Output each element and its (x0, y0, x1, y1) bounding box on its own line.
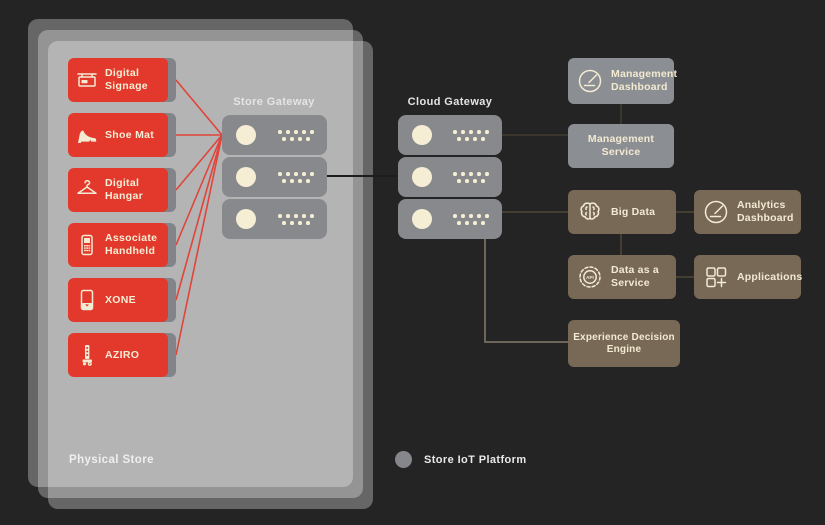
server-light-icon (236, 167, 256, 187)
server-row (398, 157, 502, 197)
gauge-icon (576, 67, 604, 95)
device-card: Associate Handheld (68, 223, 168, 267)
device-label: Shoe Mat (105, 128, 155, 141)
apps-icon (702, 263, 730, 291)
service-management-service: Management Service (568, 124, 674, 168)
service-data-as-a-service: API Data as a Service (568, 255, 676, 299)
server-row (398, 115, 502, 155)
service-experience-decision-engine: Experience Decision Engine (568, 320, 680, 367)
device-card: XONE (68, 278, 168, 322)
device-card: AZIRO (68, 333, 168, 377)
service-analytics-dashboard: Analytics Dashboard (694, 190, 801, 234)
device-card: Digital Signage (68, 58, 168, 102)
hanger-icon (75, 178, 99, 202)
cloud-gateway-stack (398, 115, 503, 239)
server-dots-icon (278, 129, 314, 141)
device-xone: XONE (68, 278, 176, 322)
server-row (398, 199, 502, 239)
server-dots-icon (278, 213, 314, 225)
service-label: Applications (737, 270, 803, 283)
device-aziro: AZIRO (68, 333, 176, 377)
service-label: Data as a Service (611, 264, 659, 289)
device-digital-hangar: Digital Hangar (68, 168, 176, 212)
server-row (222, 199, 327, 239)
device-label: XONE (105, 293, 136, 306)
device-label: Digital Hangar (105, 177, 143, 202)
device-label: AZIRO (105, 348, 140, 361)
xone-icon (75, 288, 99, 312)
device-card: Shoe Mat (68, 113, 168, 157)
service-label: Analytics Dashboard (737, 199, 794, 224)
gauge-icon (702, 198, 730, 226)
server-light-icon (412, 209, 432, 229)
server-light-icon (412, 125, 432, 145)
service-management-dashboard: Management Dashboard (568, 58, 678, 104)
store-gateway-label: Store Gateway (233, 96, 315, 108)
shoe-icon (75, 123, 99, 147)
brain-icon (576, 198, 604, 226)
server-row (222, 115, 327, 155)
service-label: Experience Decision Engine (573, 331, 675, 355)
handheld-icon (75, 233, 99, 257)
device-card: Digital Hangar (68, 168, 168, 212)
server-light-icon (412, 167, 432, 187)
store-gateway-stack (222, 115, 327, 239)
service-big-data: Big Data (568, 190, 676, 234)
server-row (222, 157, 327, 197)
device-digital-signage: Digital Signage (68, 58, 176, 102)
legend: Store IoT Platform (395, 451, 527, 468)
server-dots-icon (453, 129, 489, 141)
server-light-icon (236, 209, 256, 229)
service-applications: Applications (694, 255, 803, 299)
physical-store-panel-front (48, 41, 373, 509)
server-light-icon (236, 125, 256, 145)
service-label: Management Dashboard (611, 68, 678, 93)
service-label: Big Data (611, 205, 656, 218)
server-dots-icon (453, 171, 489, 183)
legend-label: Store IoT Platform (424, 453, 527, 466)
device-label: Digital Signage (105, 67, 148, 92)
device-associate-handheld: Associate Handheld (68, 223, 176, 267)
svg-text:API: API (586, 275, 594, 280)
cloud-gateway-label: Cloud Gateway (407, 96, 493, 108)
device-label: Associate Handheld (105, 232, 158, 257)
physical-store-label: Physical Store (69, 454, 154, 466)
service-label: Management Service (587, 133, 655, 158)
aziro-icon (75, 343, 99, 367)
platform-dot-icon (395, 451, 412, 468)
api-gear-icon: API (576, 263, 604, 291)
server-dots-icon (453, 213, 489, 225)
server-dots-icon (278, 171, 314, 183)
signage-icon (75, 68, 99, 92)
device-shoe-mat: Shoe Mat (68, 113, 176, 157)
